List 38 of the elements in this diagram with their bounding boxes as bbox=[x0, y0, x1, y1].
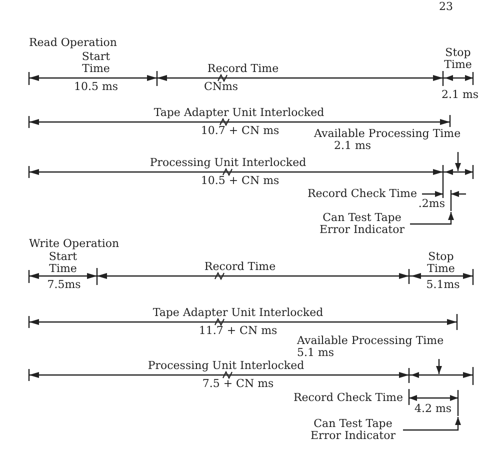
section-heading: Write Operation bbox=[29, 238, 120, 250]
segment-label: Stop Time bbox=[444, 47, 472, 71]
annotation-text: Can Test Tape Error Indicator bbox=[310, 418, 396, 442]
leader-line bbox=[436, 359, 442, 374]
segment-label: Record Time bbox=[204, 261, 276, 273]
annotation-text: Available Processing Time bbox=[314, 128, 461, 140]
leader-line bbox=[455, 152, 461, 171]
duration-label: 5.1 ms bbox=[297, 347, 334, 359]
duration-label: CNms bbox=[204, 81, 238, 93]
duration-label: 11.7 + CN ms bbox=[198, 325, 278, 337]
annotation-text: Can Test Tape Error Indicator bbox=[318, 212, 406, 236]
segment-label: Record Check Time bbox=[307, 188, 417, 200]
duration-label: .2ms bbox=[418, 198, 445, 210]
duration-label: 4.2 ms bbox=[414, 403, 452, 415]
duration-label: 5.1ms bbox=[426, 279, 460, 291]
segment-label: Stop Time bbox=[427, 251, 455, 275]
segment-label: Tape Adapter Unit Interlocked bbox=[154, 107, 324, 119]
duration-label: 10.5 + CN ms bbox=[200, 175, 280, 187]
duration-label: 7.5 + CN ms bbox=[202, 378, 274, 390]
leader-line bbox=[410, 212, 454, 225]
segment-label: Record Check Time bbox=[293, 392, 403, 404]
segment-label: Processing Unit Interlocked bbox=[150, 157, 306, 169]
segment-label: Processing Unit Interlocked bbox=[148, 360, 304, 372]
section-heading: Read Operation bbox=[29, 37, 117, 49]
tick-mark bbox=[457, 390, 459, 416]
page-number: 23 bbox=[439, 1, 453, 13]
leader-line bbox=[403, 417, 461, 431]
segment-label: Tape Adapter Unit Interlocked bbox=[152, 307, 324, 319]
segment-label: Record Time bbox=[207, 63, 279, 75]
segment-label: Start Time bbox=[82, 51, 110, 75]
tick-mark bbox=[450, 190, 452, 211]
duration-label: 2.1 ms bbox=[441, 89, 479, 101]
duration-label: 2.1 ms bbox=[334, 140, 372, 152]
annotation-text: Available Processing Time bbox=[297, 335, 444, 347]
duration-label: 10.7 + CN ms bbox=[200, 125, 280, 137]
segment-label: Start Time bbox=[48, 251, 78, 275]
duration-label: 7.5ms bbox=[47, 279, 81, 291]
duration-label: 10.5 ms bbox=[74, 81, 118, 93]
